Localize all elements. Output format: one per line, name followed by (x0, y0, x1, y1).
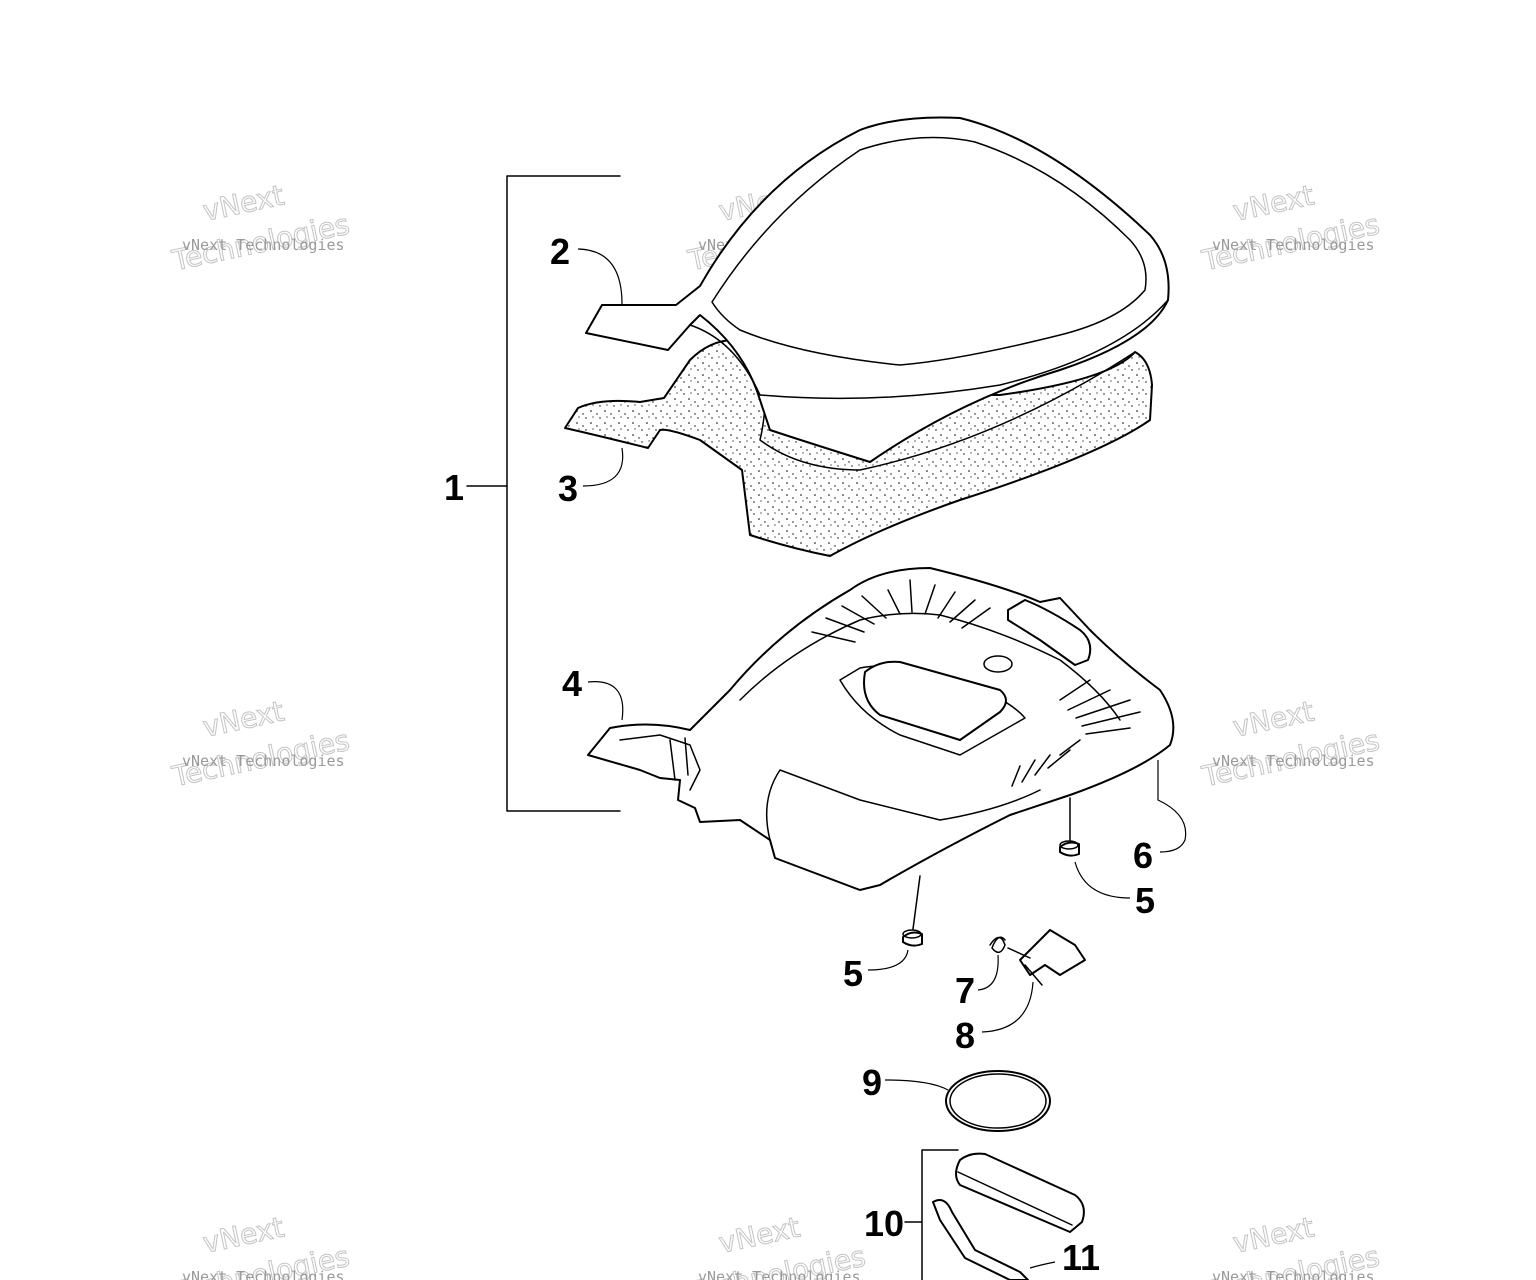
callout-6: 6 (1133, 835, 1153, 876)
storage-bracket (932, 1199, 1029, 1280)
watermark-mid-left: vNext Technologies vNext Technologies (168, 694, 353, 794)
svg-text:vNext Technologies: vNext Technologies (1212, 1268, 1375, 1280)
callout-5-left: 5 (843, 953, 863, 994)
svg-text:vNext: vNext (200, 179, 287, 228)
watermark-top-right: vNext Technologies vNext Technologies (1198, 178, 1383, 278)
grommet-right (1059, 797, 1080, 857)
leader-lines (577, 248, 1187, 1269)
callout-3: 3 (558, 468, 578, 509)
seat-base-hole (983, 655, 1013, 673)
callout-7: 7 (955, 970, 975, 1011)
latch-spring (989, 936, 1006, 954)
storage-lid (955, 1152, 1085, 1233)
callout-10: 10 (864, 1203, 904, 1244)
callout-11: 11 (1062, 1237, 1100, 1278)
grommet-left (902, 875, 923, 947)
assembly-bracket (466, 175, 621, 812)
item10-bracket (904, 1149, 959, 1280)
callout-9: 9 (862, 1062, 882, 1103)
watermark-bottom-left: vNext Technologies vNext Technologies (168, 1210, 353, 1280)
svg-text:vNext Technologies: vNext Technologies (698, 1268, 861, 1280)
svg-text:vNext Technologies: vNext Technologies (182, 236, 345, 254)
svg-text:vNext: vNext (716, 1211, 803, 1260)
svg-text:vNext Technologies: vNext Technologies (1212, 236, 1375, 254)
svg-text:vNext: vNext (200, 695, 287, 744)
callout-4: 4 (562, 663, 582, 704)
callout-8: 8 (955, 1015, 975, 1056)
o-ring (945, 1070, 1051, 1132)
svg-text:vNext Technologies: vNext Technologies (182, 1268, 345, 1280)
svg-text:vNext Technologies: vNext Technologies (182, 752, 345, 770)
svg-text:vNext: vNext (1230, 695, 1317, 744)
callout-1: 1 (444, 467, 464, 508)
watermark-mid-right: vNext Technologies vNext Technologies (1198, 694, 1383, 794)
watermark-bottom-right: vNext Technologies vNext Technologies (1198, 1210, 1383, 1280)
svg-text:vNext Technologies: vNext Technologies (1212, 752, 1375, 770)
svg-text:vNext: vNext (1230, 179, 1317, 228)
watermark-top-left: vNext Technologies vNext Technologies (168, 178, 353, 278)
callout-5-right: 5 (1135, 880, 1155, 921)
svg-text:vNext: vNext (200, 1211, 287, 1260)
svg-text:vNext: vNext (1230, 1211, 1317, 1260)
seat-latch (1007, 929, 1086, 986)
seat-cover (585, 116, 1170, 463)
callout-2: 2 (550, 231, 570, 272)
seat-base (587, 567, 1175, 891)
watermark-bottom-center: vNext Technologies vNext Technologies (684, 1210, 869, 1280)
seat-base-ribs (811, 579, 1141, 787)
callout-labels: 1 2 3 4 5 5 6 7 8 9 10 11 (444, 231, 1155, 1278)
